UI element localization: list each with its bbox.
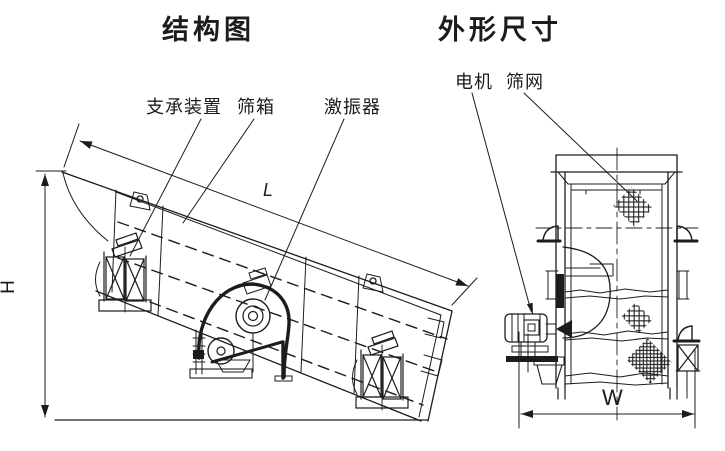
lifting-lug-icon [362,273,384,293]
callout-screen-box: 筛箱 [237,97,275,117]
dimension-label-W: W [602,385,623,410]
mesh-hatch [613,187,672,384]
dimension-L [63,123,478,306]
structure-view-drawing [35,118,478,422]
leader-screen-box [182,118,255,224]
dimension-H [35,170,67,418]
motor-pulley [207,337,235,365]
outline-view-title: 外形尺寸 [438,15,562,45]
support-spring-icon [675,344,701,399]
drive-belt [197,282,291,379]
callout-mesh: 筛网 [506,72,544,92]
machine-body-front [535,147,701,421]
outline-view-drawing [471,92,701,429]
leader-mesh [523,92,638,202]
leader-support [129,118,202,257]
exciter-drive [189,267,293,382]
callout-leaders-structure [129,118,345,301]
side-bracket-icon [536,225,699,243]
dimension-label-H: H [0,280,20,294]
dimension-W [518,331,696,429]
structure-view-title: 结构图 [162,15,255,45]
support-spring-right [352,330,409,411]
support-spring-left [95,232,152,313]
dimension-label-L: L [263,180,274,200]
callout-leaders-outline [471,92,638,315]
screen-box [61,171,453,422]
lifting-lug-icon [129,191,151,211]
callout-support-device: 支承装置 [146,97,222,117]
leader-exciter [264,118,345,301]
motor-assembly [504,313,565,385]
callout-motor: 电机 [455,72,493,92]
side-bracket-icon [672,325,701,343]
callout-exciter: 激振器 [324,97,381,117]
leader-motor [471,92,532,312]
